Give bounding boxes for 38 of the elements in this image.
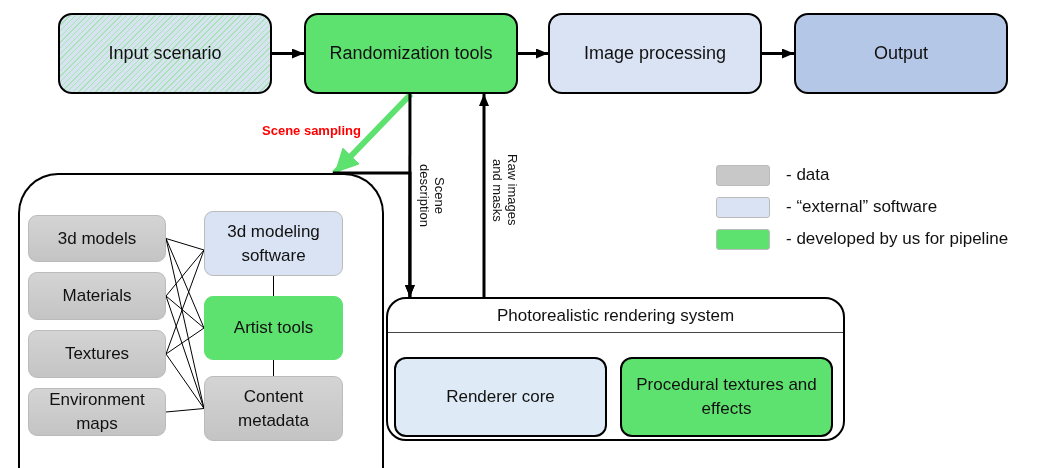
group-container [18,173,384,468]
edge-label: Scene description [416,162,446,229]
edge-label: Scene sampling [262,123,361,138]
data-box: Materials [28,272,166,320]
connector-line [273,275,274,297]
data-box: Content metadata [204,376,343,441]
arrow [479,94,489,297]
system-container [386,297,845,441]
arrow [272,48,304,59]
arrow [518,48,548,59]
data-box: Textures [28,330,166,378]
data-box: 3d models [28,215,166,262]
component-box: Renderer core [394,357,607,437]
legend-label: - “external” software [786,196,938,218]
connector-line [273,359,274,377]
arrow [332,171,415,297]
section-heading: Photorealistic rendering system [388,299,843,333]
connector-line [165,295,205,409]
legend-label: - developed by us for pipeline [786,228,1009,250]
connector-line [165,327,205,355]
connector-line [165,238,205,251]
connector-line [165,353,205,409]
process-box: Image processing [548,13,762,94]
process-box: Randomization tools [304,13,518,94]
data-box: Environment maps [28,388,166,436]
component-box: Procedural textures and effects [620,357,833,437]
connector-line [165,249,205,355]
connector-line [165,249,205,297]
process-box: Output [794,13,1008,94]
legend-label: - data [786,164,830,186]
connector-line [165,238,205,329]
tool-box: Artist tools [204,296,343,360]
connector-line [165,295,205,329]
process-box: Input scenario [58,13,272,94]
edge-label: Raw images and masks [489,153,519,228]
connector-line [165,408,205,413]
arrow [762,48,794,59]
software-box: 3d modeling software [204,211,343,276]
